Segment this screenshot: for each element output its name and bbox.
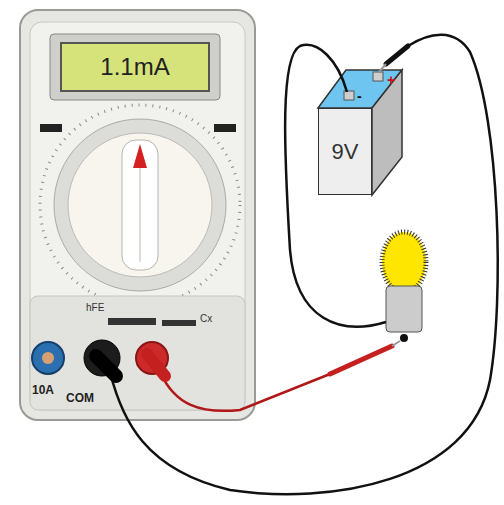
switch	[214, 124, 236, 132]
socket-pin	[42, 352, 54, 364]
bulb-base	[386, 286, 422, 332]
dial-ring	[54, 119, 226, 291]
node-text: 9V	[332, 139, 359, 165]
socket-10a	[32, 342, 64, 374]
dial-face	[68, 133, 212, 277]
plus-sign: +	[387, 73, 395, 87]
cx-slot	[162, 320, 196, 326]
cx-label: Cx	[200, 314, 212, 324]
plus-terminal	[373, 72, 383, 81]
switch	[40, 124, 62, 132]
dial-knob	[122, 140, 158, 270]
red-plug	[147, 354, 165, 376]
socket-com	[84, 340, 120, 376]
lcd-display: 1.1mA	[60, 42, 210, 92]
probe-tip	[379, 64, 386, 72]
bulb-tip	[400, 334, 408, 342]
meter-panel	[30, 22, 245, 410]
hfe-label: hFE	[86, 303, 104, 313]
battery-side	[372, 70, 402, 195]
dial-pointer	[133, 144, 147, 168]
minus-sign: -	[357, 89, 362, 103]
socket-panel	[30, 296, 245, 410]
probe-tip	[392, 341, 400, 346]
black-wire	[110, 35, 498, 494]
bulb-glass	[382, 232, 426, 292]
display-frame	[50, 34, 220, 100]
black-probe	[386, 46, 408, 64]
return-wire	[285, 45, 386, 327]
minus-terminal	[344, 91, 354, 100]
black-plug	[96, 356, 116, 376]
socket-label: COM	[66, 392, 94, 404]
hfe-slot	[108, 318, 156, 325]
socket-label: 10A	[32, 384, 54, 396]
dial-scale	[40, 105, 240, 305]
node-text: 1.1mA	[100, 53, 169, 81]
battery-face: 9V	[318, 108, 372, 195]
meter-body	[20, 10, 255, 420]
red-wire	[160, 372, 330, 411]
red-probe	[330, 346, 392, 374]
